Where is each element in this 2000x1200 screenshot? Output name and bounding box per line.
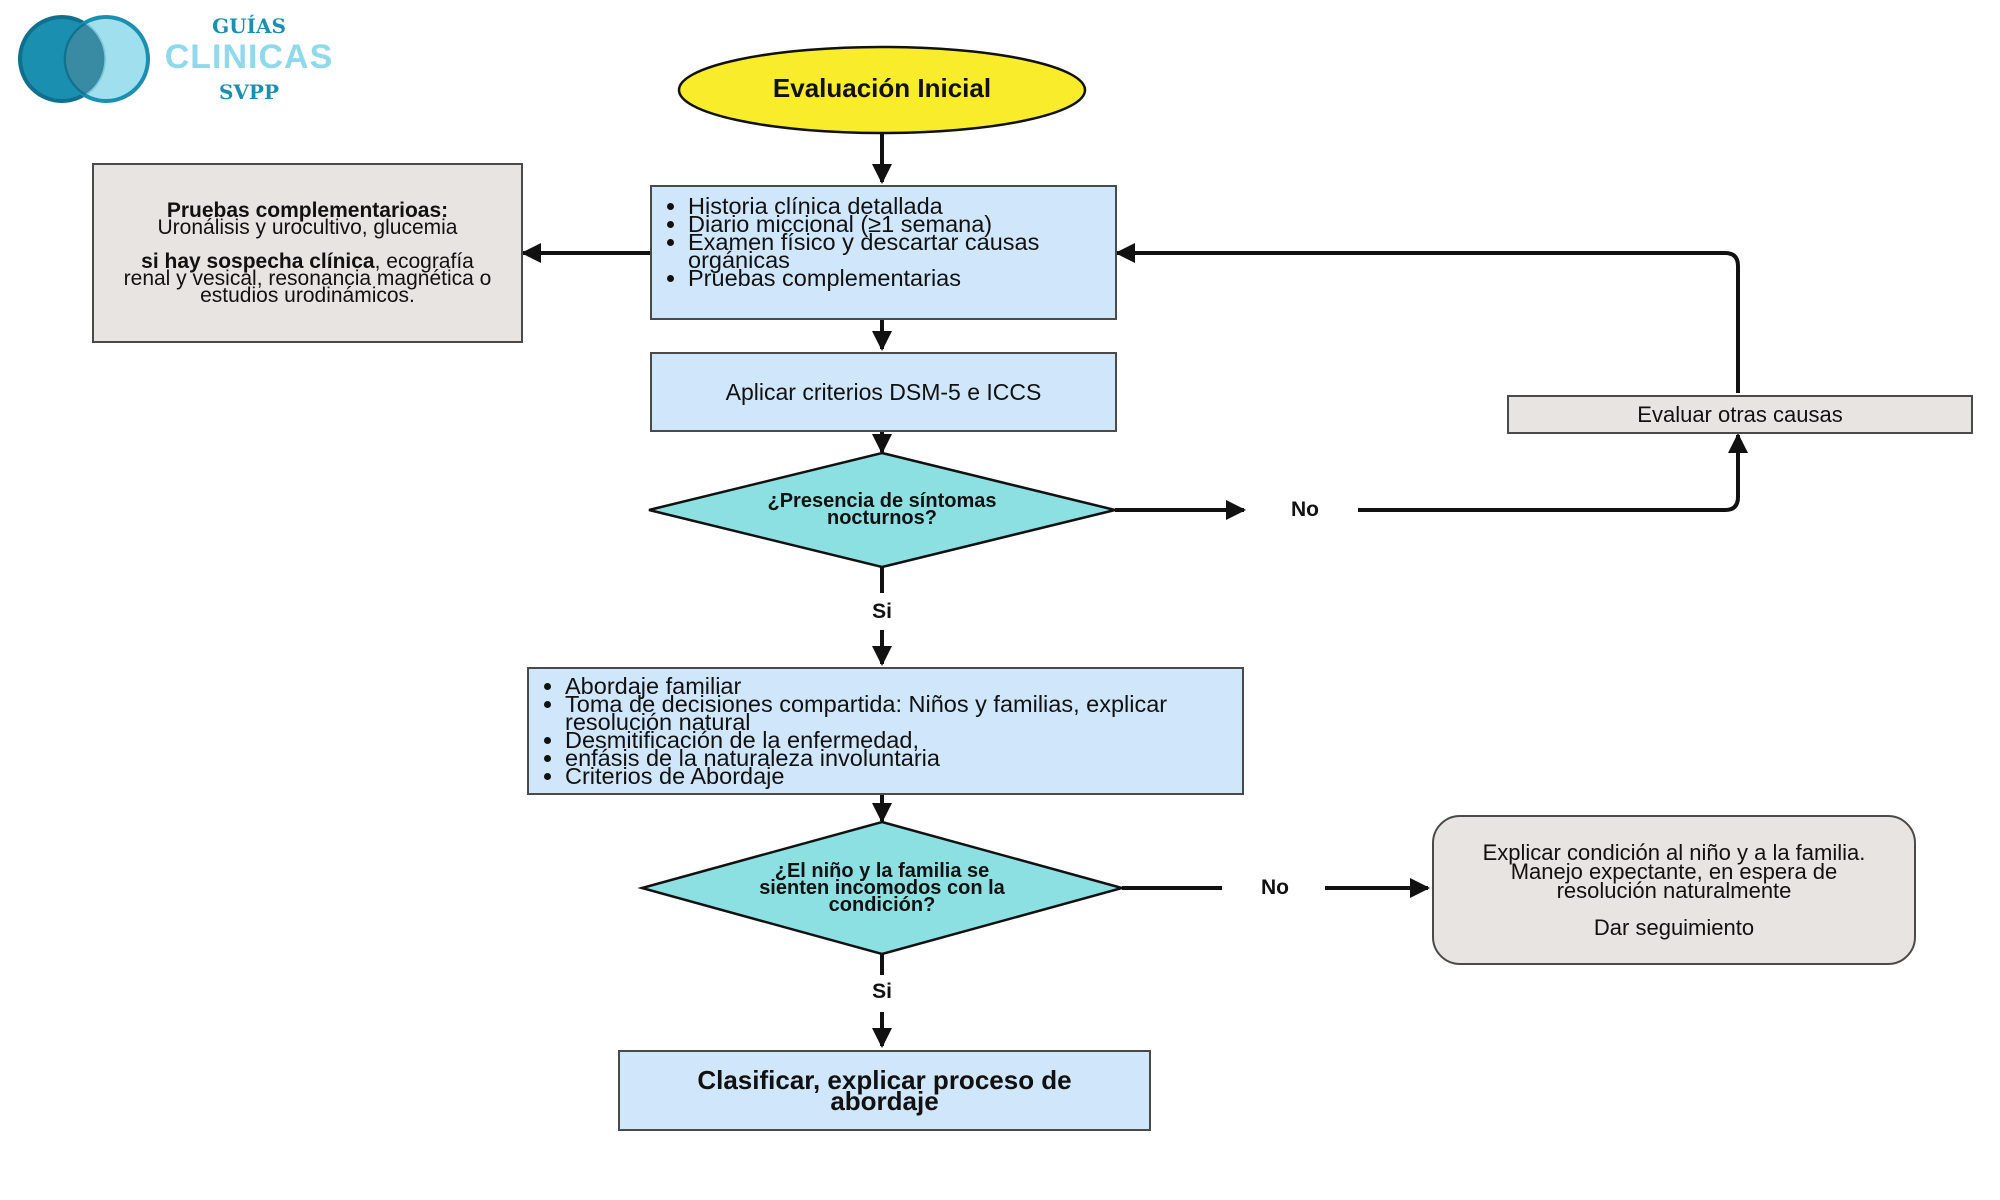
approach-item: Abordaje familiar: [565, 674, 1234, 698]
evaluation-item: Historia clínica detallada: [688, 194, 1107, 218]
arrow-other-causes-to-evaluation: [1115, 243, 1740, 393]
decision1-no-label: No: [1291, 498, 1319, 521]
decision2-label: ¿El niño y la familia se sienten incomod…: [759, 859, 1005, 916]
guias-clinicas-logo: GUÍAS CLINICAS SVPP: [14, 10, 332, 110]
approach-box: Abordaje familiar Toma de decisiones com…: [527, 667, 1244, 795]
logo-line1: GUÍAS: [212, 14, 286, 38]
tests-conditional: si hay sospecha clínica, ecografía renal…: [118, 250, 498, 307]
evaluation-list: Historia clínica detallada Diario miccio…: [654, 194, 1107, 290]
arrow-no-to-other-causes: [1358, 433, 1748, 512]
approach-item: Criterios de Abordaje: [565, 764, 1234, 788]
final-classify-box: Clasificar, explicar proceso de abordaje: [618, 1050, 1151, 1131]
approach-item: enfásis de la naturaleza involuntaria: [565, 746, 1234, 770]
explain-condition-box: Explicar condición al niño y a la famili…: [1432, 815, 1916, 965]
tests-rest: , ecografía renal y vesical, resonancia …: [123, 250, 492, 307]
criteria-label: Aplicar criterios DSM-5 e ICCS: [725, 379, 1042, 405]
decision1-yes-label: Si: [872, 600, 892, 623]
other-causes-label: Evaluar otras causas: [1637, 401, 1843, 427]
logo-circles-icon: [18, 15, 150, 103]
explain-line2: Manejo expectante, en espera de resoluci…: [1510, 859, 1838, 903]
final-label: Clasificar, explicar proceso de abordaje: [697, 1064, 1072, 1116]
explain-line3: Dar seguimiento: [1593, 915, 1755, 940]
decision2-yes-label: Si: [872, 980, 892, 1003]
logo-line2: CLINICAS: [164, 38, 334, 76]
tests-bold-prefix: si hay sospecha clínica: [141, 250, 375, 273]
evaluation-item: Pruebas complementarias: [688, 266, 1107, 290]
tests-line1: Uronálisis y urocultivo, glucemia: [157, 216, 458, 239]
evaluation-box: Historia clínica detallada Diario miccio…: [650, 185, 1117, 320]
explain-line1: Explicar condición al niño y a la famili…: [1482, 840, 1866, 865]
complementary-tests-box: Pruebas complementarioas: Uronálisis y u…: [92, 163, 523, 343]
other-causes-box: Evaluar otras causas: [1507, 395, 1973, 434]
evaluation-item: Diario miccional (≥1 semana): [688, 212, 1107, 236]
tests-title: Pruebas complementarioas:: [166, 199, 449, 222]
criteria-box: Aplicar criterios DSM-5 e ICCS: [650, 352, 1117, 432]
approach-list: Abordaje familiar Toma de decisiones com…: [531, 674, 1234, 788]
decision2-no-label: No: [1261, 876, 1289, 899]
logo-line3: SVPP: [218, 80, 280, 104]
evaluation-item: Examen físico y descartar causas orgánic…: [688, 230, 1107, 272]
approach-item: Toma de decisiones compartida: Niños y f…: [565, 692, 1234, 734]
approach-item: Desmitificación de la enfermedad,: [565, 728, 1234, 752]
decision1-label: ¿Presencia de síntomas nocturnos?: [767, 490, 997, 529]
start-label: Evaluación Inicial: [772, 73, 992, 103]
